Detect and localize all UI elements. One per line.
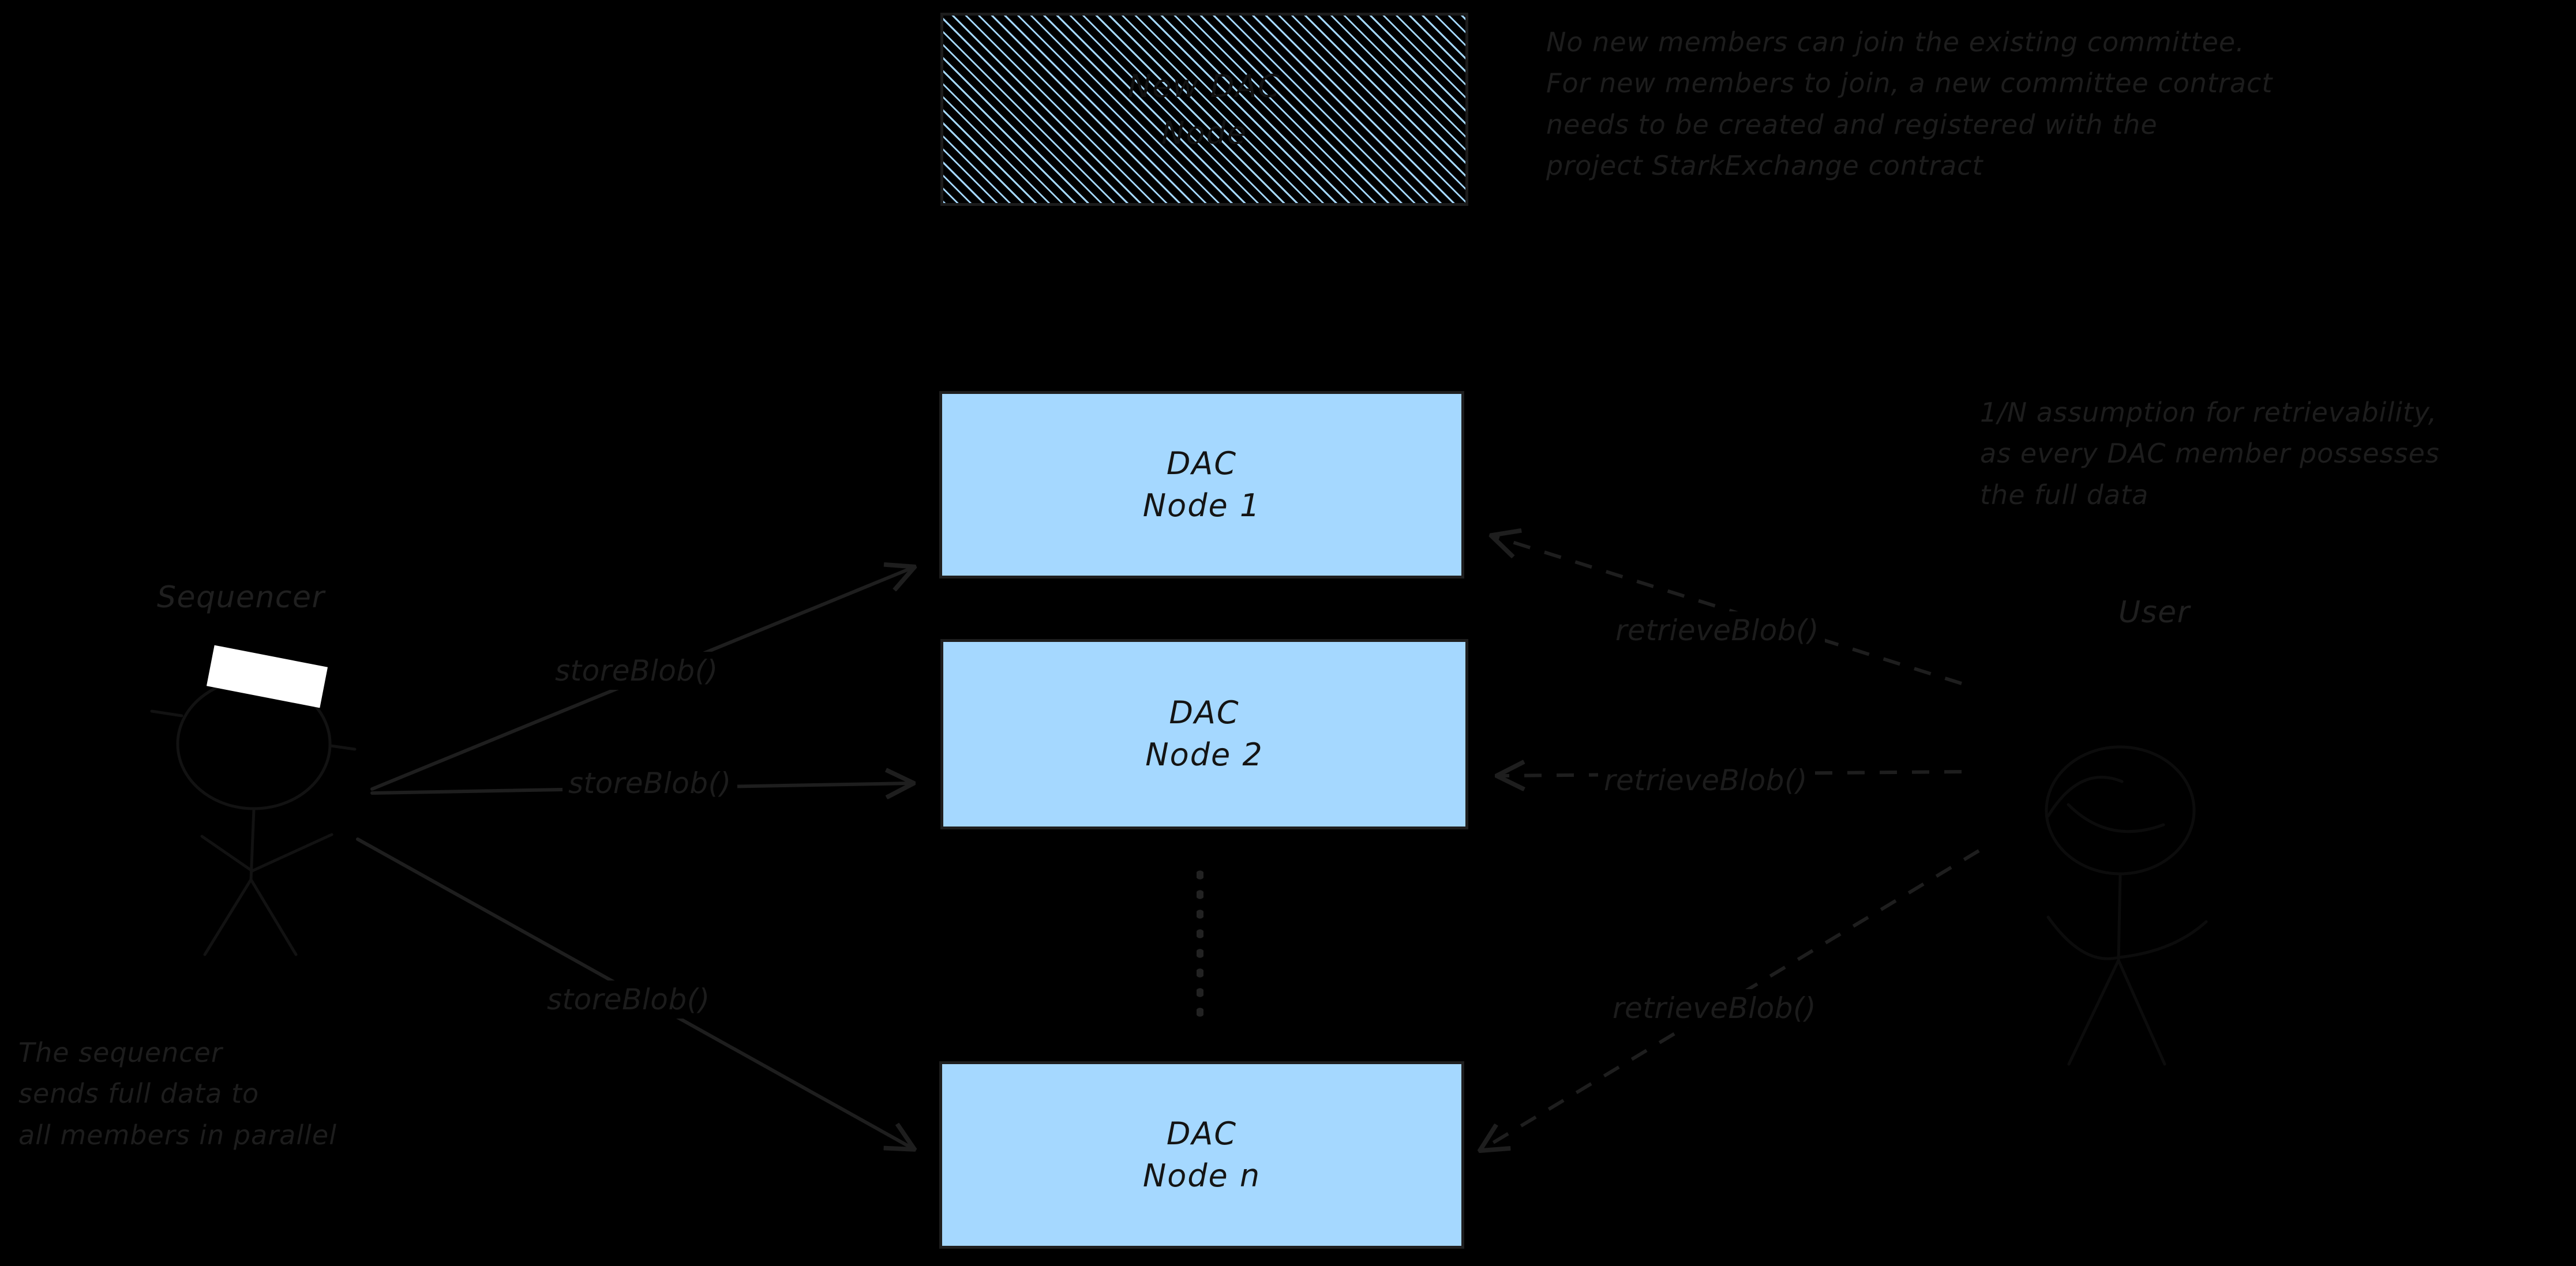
edge-label-store-2: storeBlob() [563, 764, 737, 802]
edge-retrieve-1 [1494, 536, 1962, 685]
dac-node-1-line2: Node 1 [1142, 487, 1261, 524]
edge-label-retrieve-1: retrieveBlob() [1610, 611, 1825, 649]
annotation-sequencer: The sequencer sends full data to all mem… [18, 1037, 337, 1151]
dac-node-n-box[interactable]: DAC Node n [939, 1061, 1464, 1249]
dac-node-1-line1: DAC [1166, 445, 1238, 482]
sequencer-figure[interactable] [147, 608, 413, 966]
edge-label-retrieve-2: retrieveBlob() [1598, 761, 1814, 799]
annotation-retrievability: 1/N assumption for retrievability, as ev… [1980, 397, 2440, 510]
user-label: User [2118, 595, 2191, 630]
new-dac-node-line2: Node [1161, 114, 1247, 151]
dac-node-2-box[interactable]: DAC Node 2 [940, 639, 1468, 829]
dac-node-2-line2: Node 2 [1145, 737, 1263, 773]
annotation-committee: No new members can join the existing com… [1546, 27, 2273, 181]
sequencer-band-icon [206, 645, 328, 708]
sequencer-label: Sequencer [157, 580, 325, 615]
edge-label-store-n: storeBlob() [541, 981, 716, 1019]
node-ellipsis-icon [1197, 865, 1203, 1021]
dac-node-2-line1: DAC [1169, 694, 1240, 731]
new-dac-node-line1: New DAC [1127, 67, 1281, 104]
dac-node-n-line2: Node n [1142, 1157, 1261, 1194]
edge-label-store-1: storeBlob() [549, 652, 724, 690]
user-figure[interactable] [2013, 718, 2256, 1087]
dac-node-1-box[interactable]: DAC Node 1 [939, 391, 1464, 578]
new-dac-node-box[interactable]: New DAC Node [940, 13, 1468, 206]
dac-node-n-line1: DAC [1166, 1115, 1238, 1152]
edge-label-retrieve-n: retrieveBlob() [1607, 989, 1823, 1027]
